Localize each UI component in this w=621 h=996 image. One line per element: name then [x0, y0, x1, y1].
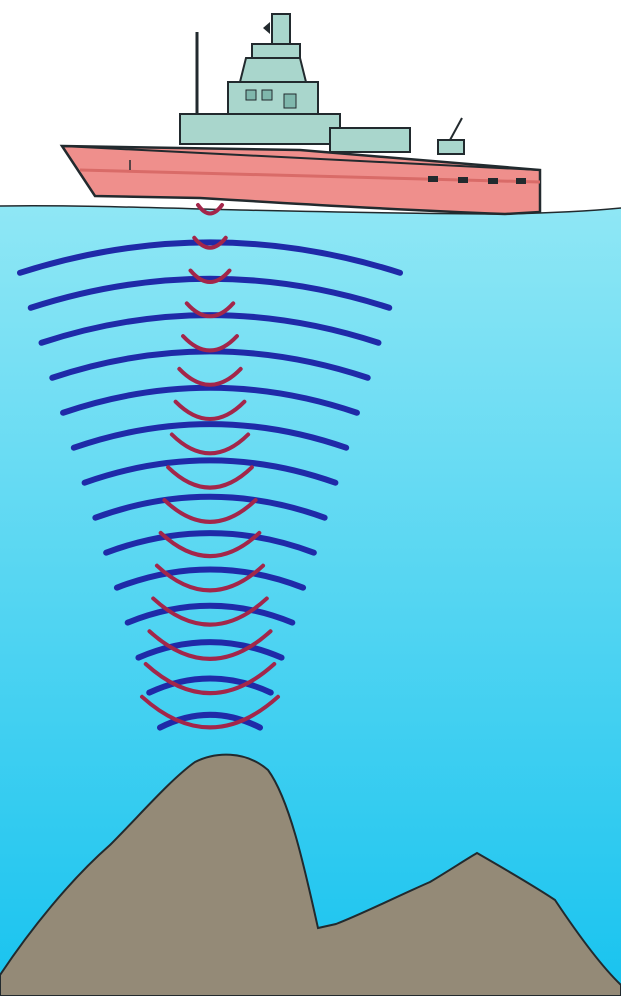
ship-window	[262, 90, 272, 100]
ship-bridge	[240, 58, 306, 82]
ship-wheelhouse	[228, 82, 318, 114]
ship-deckhouse	[180, 114, 340, 144]
ship-crane	[438, 140, 464, 154]
ship-aft-house	[330, 128, 410, 152]
ship-window	[284, 94, 296, 108]
ship-radar-platform	[252, 44, 300, 58]
ship-window	[246, 90, 256, 100]
